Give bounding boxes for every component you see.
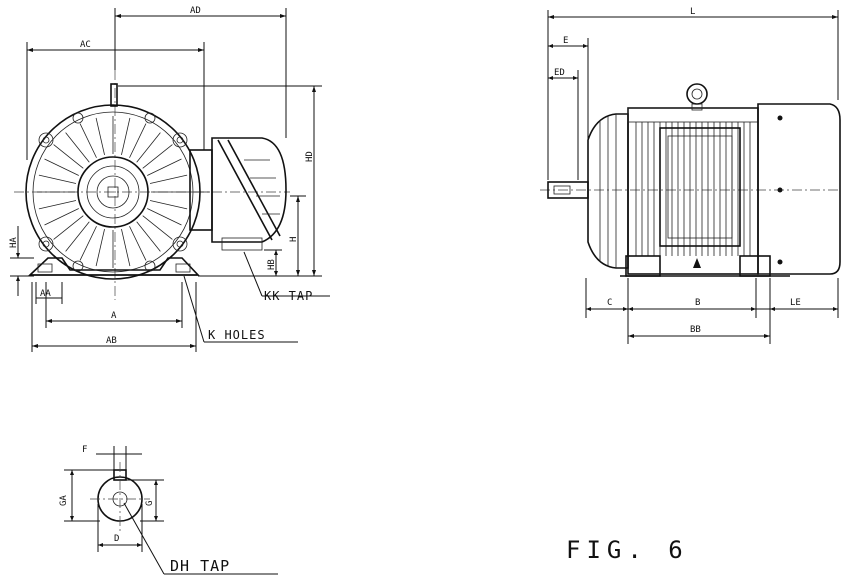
cooling-fin <box>149 174 188 184</box>
cooling-fin <box>44 208 79 226</box>
cooling-fin <box>142 144 173 169</box>
cooling-fin <box>149 200 188 210</box>
cooling-fin <box>136 221 161 252</box>
dim-label-ga: GA <box>59 495 69 506</box>
dim-label-e: E <box>563 36 568 46</box>
cooling-fin <box>147 158 182 176</box>
cooling-fin <box>65 132 90 163</box>
cooling-fin <box>79 226 97 261</box>
cooling-fin <box>38 200 77 210</box>
callout-k-holes: K HOLES <box>208 328 266 342</box>
dim-label-le: LE <box>790 298 801 308</box>
dim-label-l: L <box>690 7 695 17</box>
cooling-fin <box>121 117 131 156</box>
dim-label-aa: AA <box>40 289 51 299</box>
callout-dh-tap: DH TAP <box>170 557 230 575</box>
dim-label-ed: ED <box>554 68 565 78</box>
figure-label: FIG. 6 <box>566 536 689 564</box>
dim-label-bb: BB <box>690 325 701 335</box>
cooling-fin <box>44 158 79 176</box>
dim-label-h: H <box>289 237 299 242</box>
dim-label-b: B <box>695 298 700 308</box>
cooling-fin <box>129 226 147 261</box>
cooling-fin <box>53 144 84 169</box>
callout-kk-tap: KK TAP <box>264 289 313 303</box>
dim-label-c: C <box>607 298 612 308</box>
front-view: AD AC HD H HB HA AA A AB KK TAP K HOLES <box>9 6 330 352</box>
side-cooling-fins <box>635 122 751 256</box>
cooling-fin <box>147 208 182 226</box>
cooling-fins <box>37 116 189 268</box>
dim-label-ha: HA <box>9 237 19 248</box>
dim-label-d: D <box>114 534 119 544</box>
dim-label-hd: HD <box>305 151 315 162</box>
cooling-fin <box>121 228 131 267</box>
shaft-end-view: F GA G D DH TAP <box>59 445 278 575</box>
dim-label-hb: HB <box>267 259 277 270</box>
dim-label-a: A <box>111 311 117 321</box>
cooling-fin <box>38 174 77 184</box>
side-view: L E ED C B LE BB <box>540 7 841 344</box>
dim-label-ac: AC <box>80 40 91 50</box>
cooling-fin <box>129 123 147 158</box>
dim-label-ab: AB <box>106 336 117 346</box>
cooling-fin <box>79 123 97 158</box>
dim-label-g: G <box>145 501 155 506</box>
cooling-fin <box>53 215 84 240</box>
cooling-fin <box>95 117 105 156</box>
cooling-fin <box>95 228 105 267</box>
dim-label-ad: AD <box>190 6 201 16</box>
cooling-fin <box>136 132 161 163</box>
dim-label-f: F <box>82 445 87 455</box>
cooling-fin <box>65 221 90 252</box>
cooling-fin <box>142 215 173 240</box>
